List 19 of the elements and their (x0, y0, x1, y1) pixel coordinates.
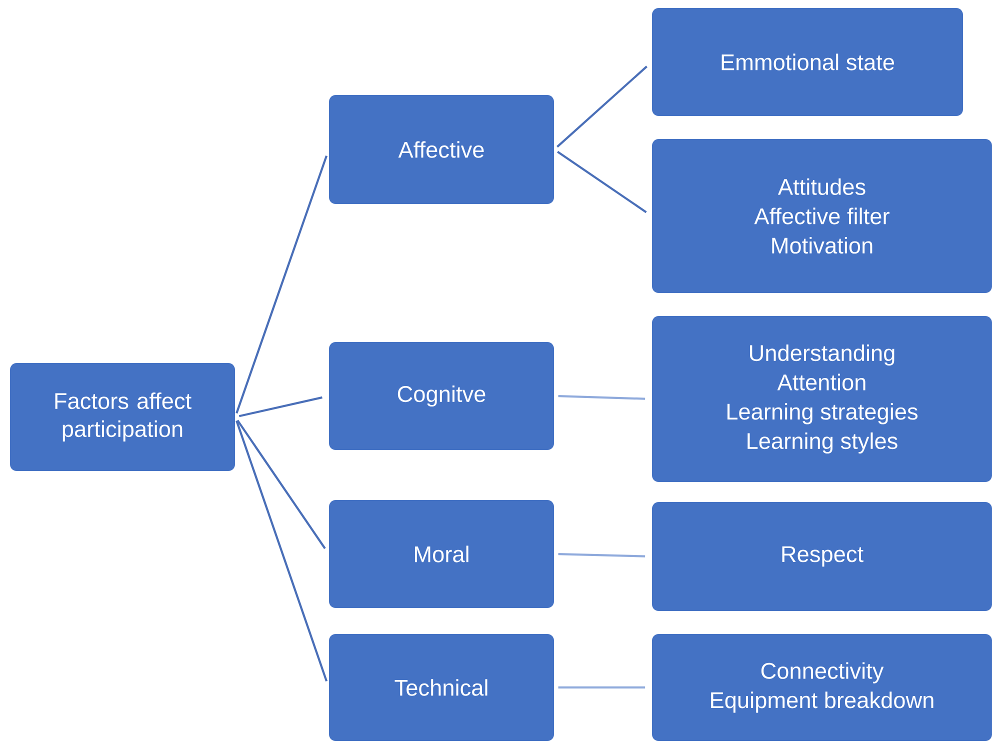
connector-line (236, 420, 328, 682)
category-box: Attitudes Affective filter Motivation (652, 139, 992, 293)
category-box: Respect (652, 502, 992, 611)
connector-line (238, 396, 322, 418)
connector-line (236, 155, 328, 414)
category-box: Moral (329, 500, 554, 608)
category-box: Factors affect participation (10, 363, 235, 471)
connector-line (236, 420, 326, 550)
category-box: Affective (329, 95, 554, 204)
category-box: Connectivity Equipment breakdown (652, 634, 992, 741)
connector-line (558, 553, 646, 558)
category-box: Emmotional state (652, 8, 963, 116)
category-box: Technical (329, 634, 554, 741)
connector-line (558, 395, 646, 400)
category-box: Cognitve (329, 342, 554, 450)
connector-line (556, 150, 647, 214)
category-box: Understanding Attention Learning strategies Learning styles (652, 316, 992, 482)
connector-line (556, 66, 648, 148)
connector-line (558, 686, 646, 689)
